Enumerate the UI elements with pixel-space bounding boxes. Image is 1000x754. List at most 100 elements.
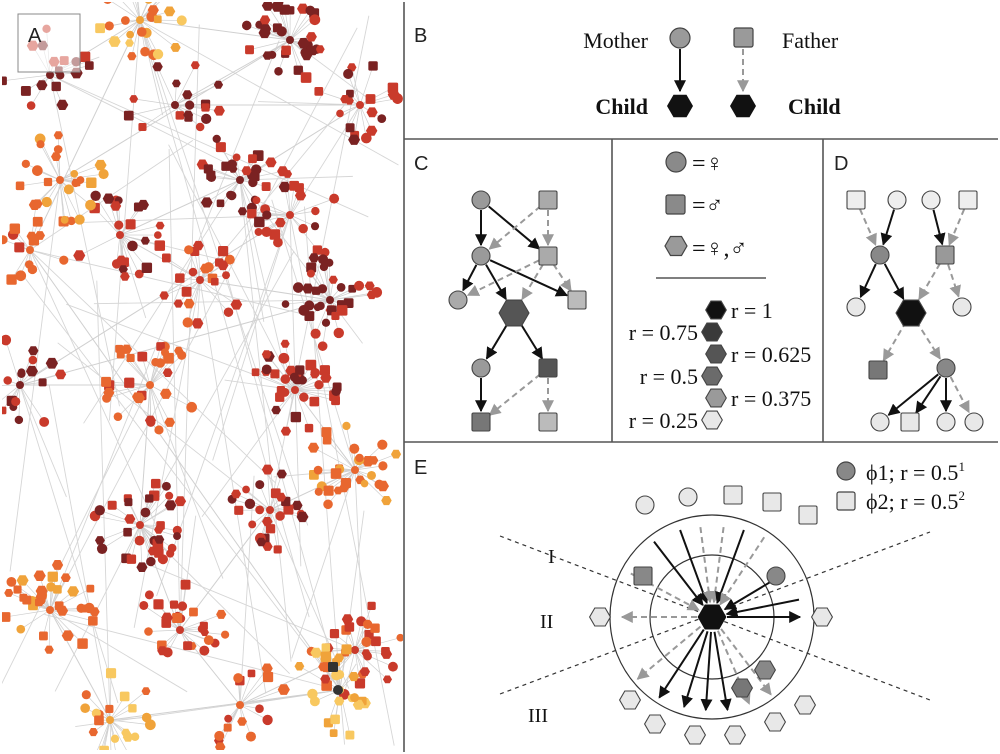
network-node: [310, 222, 320, 231]
network-node: [14, 415, 24, 425]
network-node: [126, 554, 137, 564]
panel-a-label: A: [28, 25, 42, 47]
network-node: [154, 535, 165, 544]
relatedness-hexagon-icon: [705, 300, 727, 320]
network-node: [331, 386, 341, 396]
network-node: [221, 161, 231, 171]
network-node: [53, 131, 63, 140]
network-node: [374, 479, 384, 490]
panel-e-nodes: [588, 485, 834, 745]
network-hub-node: [286, 36, 294, 44]
network-node: [203, 262, 214, 273]
network-node: [210, 277, 219, 286]
panel-e-label: E: [414, 457, 427, 479]
pedigree-node: [471, 190, 491, 210]
both-sex-symbol-label: =♀,♂: [692, 236, 748, 262]
relatedness-label: r = 1: [731, 298, 773, 323]
network-node: [344, 622, 355, 632]
network-node: [276, 26, 287, 37]
network-node: [341, 614, 354, 625]
network-hub-node: [356, 101, 364, 109]
network-node: [261, 364, 272, 375]
network-node: [169, 600, 179, 609]
network-node: [269, 229, 281, 240]
network-node: [200, 628, 209, 636]
network-node: [125, 219, 136, 230]
network-node: [315, 45, 325, 54]
network-node: [144, 415, 156, 426]
network-highlight-node: [333, 685, 343, 695]
network-node: [256, 537, 267, 547]
network-node: [342, 421, 351, 431]
network-node: [118, 265, 128, 274]
network-node: [186, 401, 197, 413]
network-node: [273, 237, 283, 248]
network-node: [216, 199, 225, 208]
network-node: [132, 392, 143, 402]
network-node: [321, 318, 331, 327]
network-node: [191, 318, 204, 329]
pedigree-arrow: [932, 209, 946, 246]
network-node: [349, 443, 360, 454]
network-node: [299, 392, 309, 402]
network-node: [359, 667, 370, 676]
network-node: [340, 95, 350, 104]
network-node: [215, 742, 226, 750]
network-node: [346, 89, 354, 98]
network-node: [154, 231, 162, 239]
network-node: [136, 27, 147, 37]
network-node: [275, 218, 286, 228]
network-node: [218, 246, 229, 257]
network-node: [323, 499, 333, 510]
network-node: [152, 49, 164, 60]
outbound-arrow: [700, 631, 713, 712]
network-node: [43, 177, 53, 187]
network-highlight-node: [328, 662, 338, 672]
network-node: [251, 368, 260, 377]
relatedness-label: r = 0.75: [629, 320, 698, 345]
panel-a-label-box: [17, 13, 81, 73]
network-node: [280, 339, 290, 348]
network-node: [189, 607, 198, 617]
network-node: [293, 65, 303, 75]
network-node: [15, 181, 25, 191]
network-node: [200, 197, 213, 208]
network-node: [361, 636, 372, 648]
outbound-arrow: [636, 625, 702, 680]
pedigree-node: [921, 190, 941, 210]
network-node: [291, 500, 303, 511]
network-node: [85, 199, 96, 211]
network-node: [261, 663, 273, 674]
pedigree-node: [471, 246, 491, 266]
pedigree-arrow: [489, 259, 569, 297]
network-node: [388, 661, 398, 672]
inbound-arrow: [715, 529, 745, 605]
network-hub-node: [46, 71, 54, 79]
network-node: [22, 595, 32, 605]
network-node: [39, 631, 48, 641]
panel-d-edges: [859, 208, 970, 416]
pedigree-node: [567, 290, 587, 310]
network-node: [368, 456, 379, 465]
network-node: [124, 498, 133, 507]
network-node: [298, 375, 307, 385]
network-hub-node: [46, 606, 54, 614]
network-node: [206, 170, 216, 180]
network-node: [305, 359, 317, 371]
network-node: [333, 327, 344, 339]
network-node: [362, 619, 373, 629]
network-node: [226, 190, 235, 200]
network-node: [11, 396, 21, 407]
region-ii-label: II: [540, 611, 553, 633]
network-node: [145, 494, 154, 503]
network-node: [116, 350, 125, 359]
relatedness-hexagon-icon: [705, 388, 727, 408]
relative-node: [798, 505, 818, 525]
network-node: [119, 257, 129, 267]
phi1-circle-icon: [836, 461, 856, 481]
network-node: [307, 688, 318, 700]
inbound-arrow: [653, 540, 704, 607]
network-node: [46, 582, 56, 592]
network-node: [367, 470, 377, 480]
network-node: [84, 602, 95, 614]
